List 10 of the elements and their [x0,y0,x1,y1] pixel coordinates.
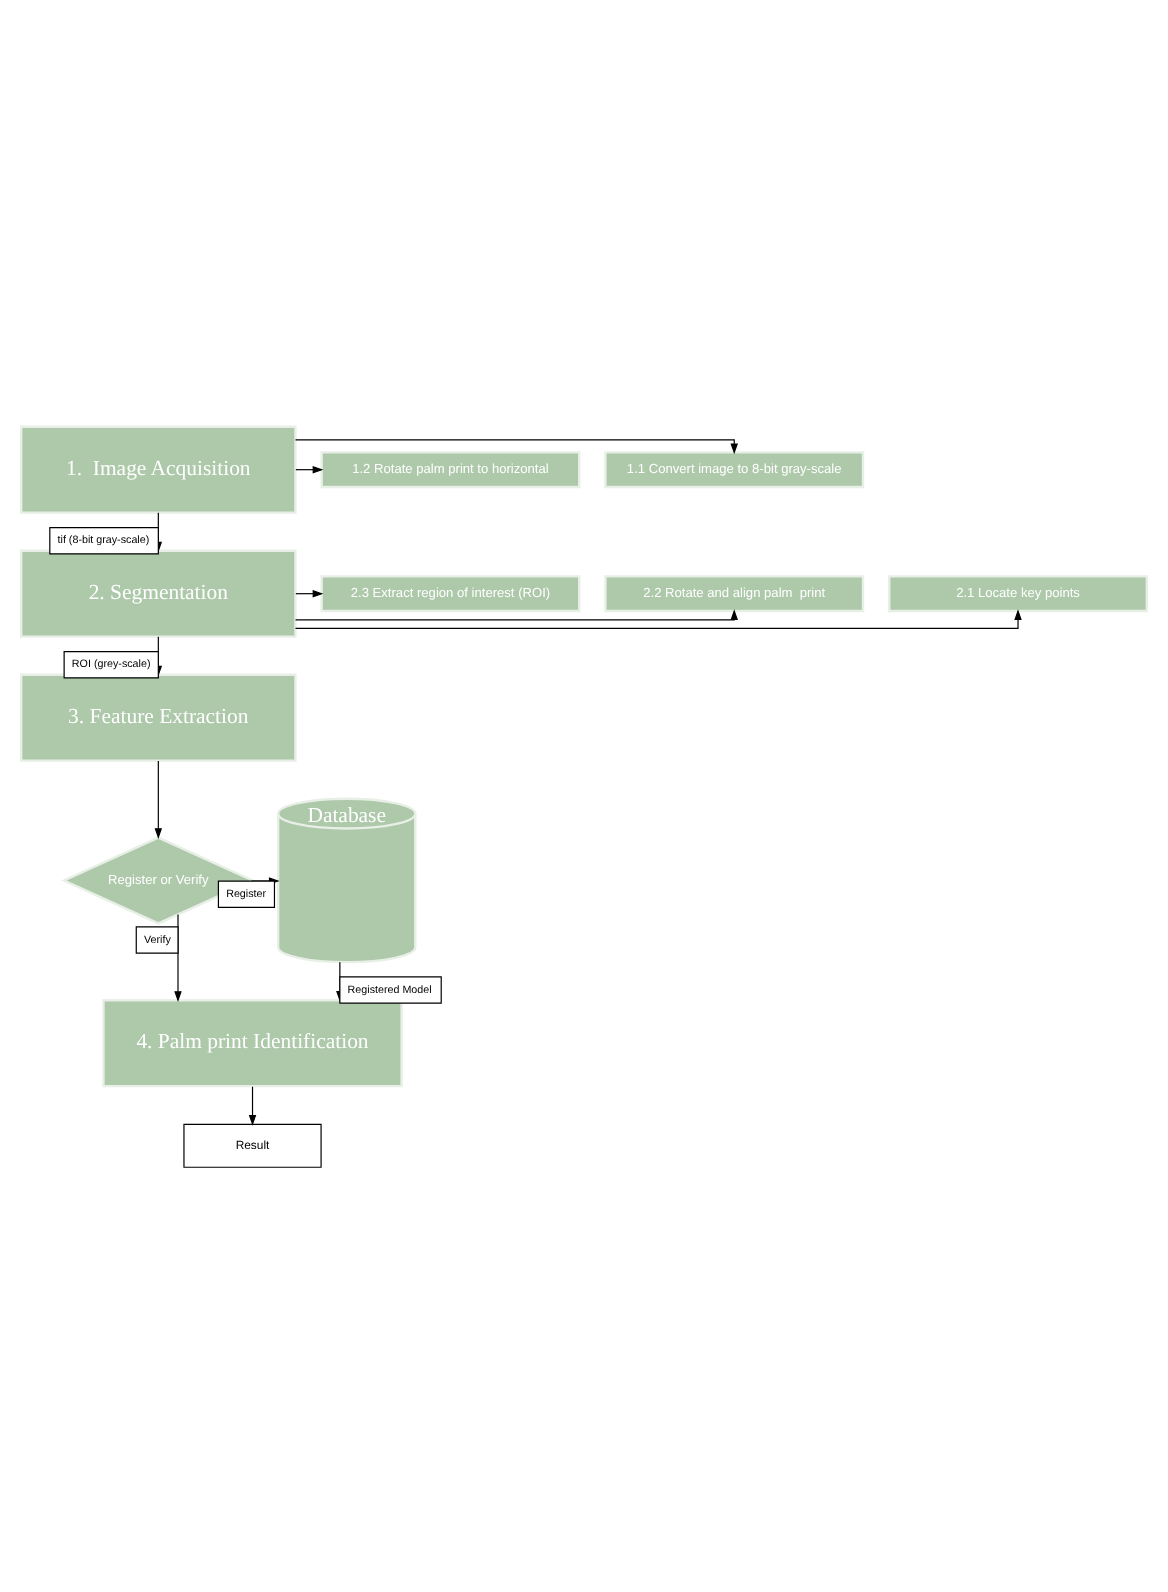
node-box: 3. Feature Extraction [20,672,297,761]
arrow [154,759,163,838]
arrow [174,913,182,1001]
arrow [294,438,738,454]
node-box: 1. Image Acquisition [20,424,297,513]
node-box: 4. Palm print Identification [102,998,403,1087]
arrow [248,1085,257,1125]
node-box: 2. Segmentation [20,548,297,637]
arrow [294,608,738,620]
arrow [294,608,1022,628]
